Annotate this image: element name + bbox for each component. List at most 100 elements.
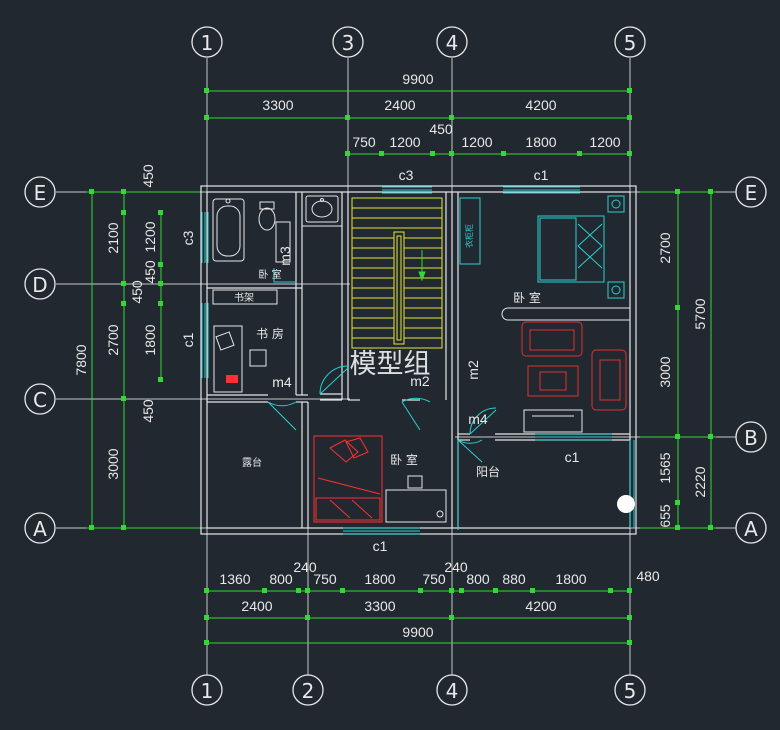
dim-bottom-240a: 240 [293,559,317,575]
dim-bottom-1800b: 1800 [555,571,586,587]
door-m4-study-swing [267,401,297,431]
bath-shelf [275,221,291,263]
room-study-label: 书 房 [256,326,284,341]
axis-bubble-top-1 [191,26,223,58]
axis-bubble-right-B [735,421,767,453]
dim-left-450b: 450 [129,280,145,304]
staircase [351,197,443,349]
room-shelf-label: 书架 [234,292,254,304]
axis-bubble-left-E [24,176,56,208]
axis-label-left-C: C [33,388,47,412]
small-bedroom-bed [313,435,383,523]
dim-top-1800: 1800 [525,134,556,150]
axis-bubble-left-A [24,512,56,544]
axis-bubble-bottom-1 [191,674,223,706]
dim-left-1800: 1800 [142,324,158,355]
label-m2-stair: m2 [410,373,430,389]
room-bath-label: 卧 室 [258,268,281,281]
axis-label-top-1: 1 [201,31,214,55]
dim-left-450d: 450 [142,260,158,284]
dim-bottom-total: 9900 [402,624,433,640]
axis-bubbles [24,26,767,706]
dim-right-1565: 1565 [657,452,673,483]
dim-left-1200: 1200 [142,221,158,252]
dim-left-450c: 450 [140,399,156,423]
door-m2-bedroom-swing [401,397,431,431]
axis-bubble-bottom-4 [436,674,468,706]
axis-bubble-right-E [735,176,767,208]
label-m2-bedroom: m2 [465,360,481,380]
dim-bottom-750b: 750 [422,571,446,587]
dim-bottom-800a: 800 [269,571,293,587]
dim-top-750: 750 [352,134,376,150]
label-c1-bottom: c1 [373,538,388,554]
door-m4-bedroom-swing [469,407,497,435]
window-c1-left [201,303,209,378]
room-wardrobe-label: 衣柜柜 [464,224,474,248]
axis-label-left-E: E [34,181,47,205]
small-bedroom-desk [385,475,447,523]
axis-bubble-right-A [735,512,767,544]
study-desk [213,325,243,393]
axis-label-left-A: A [33,517,47,541]
room-bedroom-large-label: 卧 室 [513,290,541,305]
dim-bottom-480: 480 [636,568,660,584]
label-m4-bedroom: m4 [468,411,488,427]
axis-label-left-D: D [32,273,47,297]
axis-label-top-3: 3 [342,31,355,55]
stair-arrow [418,250,426,282]
dim-right-3000: 3000 [657,356,673,387]
bathroom-fixtures [212,195,342,263]
axis-label-bottom-1: 1 [201,679,214,703]
bookshelf [212,289,278,305]
room-balcony-label: 阳台 [476,464,500,479]
dim-bottom-240b: 240 [444,559,468,575]
axis-label-right-A: A [744,517,758,541]
bathtub [212,198,245,262]
toilet-tank [259,201,275,210]
drain-marker [617,495,635,513]
dim-right-2700: 2700 [657,232,673,263]
axis-label-bottom-5: 5 [624,679,637,703]
desk-monitor [215,331,235,351]
tv-cabinet [523,409,583,433]
dim-bottom-880: 880 [502,571,526,587]
window-c3-left [201,212,209,263]
window-c3-top [382,186,432,194]
door-m2-stair-swing [319,365,349,395]
watermark: 模型组 [350,349,431,380]
axis-label-bottom-2: 2 [302,679,315,703]
room-terrace-label: 露台 [242,456,262,469]
axis-bubble-top-3 [332,26,364,58]
dim-left-2700: 2700 [105,324,121,355]
large-bedroom-furniture [501,307,631,321]
dim-right-655: 655 [657,504,673,528]
axis-bubble-top-4 [436,26,468,58]
dim-top-3300: 3300 [262,97,293,113]
dim-left-450a: 450 [140,164,156,188]
label-m3: m3 [277,246,293,266]
axis-bubble-bottom-5 [614,674,646,706]
axis-bubble-left-C [24,383,56,415]
dim-bottom-1800a: 1800 [364,571,395,587]
window-c1-balcony [535,433,612,441]
label-c1-top: c1 [534,167,549,183]
dim-bottom-800b: 800 [466,571,490,587]
dim-top-2400: 2400 [384,97,415,113]
toilet-bowl [258,207,276,231]
dim-left-7800: 7800 [73,344,89,375]
dim-top-450: 450 [429,121,453,137]
large-bedroom-bed [459,195,625,299]
door-balcony-swing [457,439,483,463]
label-m4-study: m4 [272,374,292,390]
windows [201,186,635,535]
window-c1-top [503,186,580,194]
study-furniture [212,289,278,393]
dim-bottom-2400: 2400 [241,598,272,614]
dim-top-1200c: 1200 [589,134,620,150]
dim-right-5700: 5700 [692,298,708,329]
dim-right-2220: 2220 [692,466,708,497]
axis-label-top-5: 5 [624,31,637,55]
label-c3-left: c3 [180,230,196,245]
axis-label-bottom-4: 4 [446,679,459,703]
